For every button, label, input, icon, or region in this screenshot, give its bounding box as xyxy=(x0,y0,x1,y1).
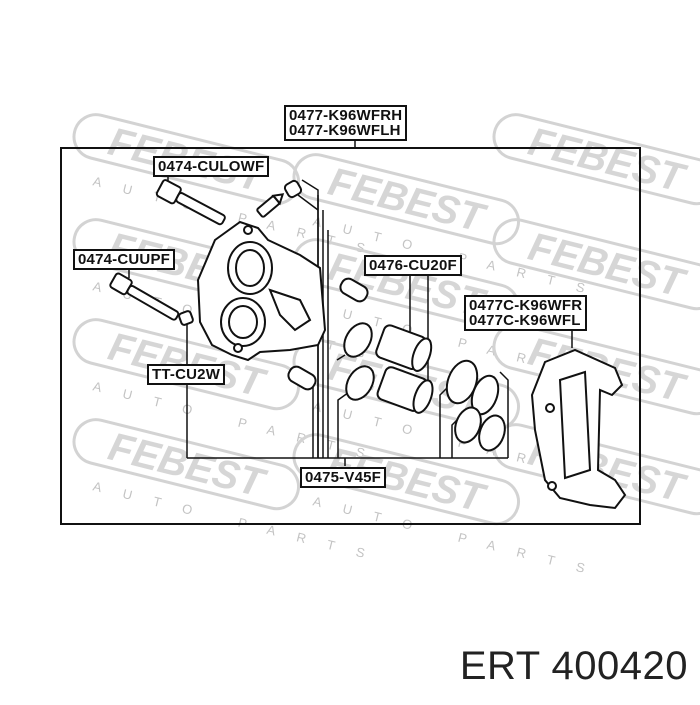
seal-ring-6 xyxy=(478,414,506,452)
label-caliper-assembly-lh: 0477-K96WFLH xyxy=(289,122,401,139)
upper-guide-bolt xyxy=(155,179,226,226)
piston-dust-boot-2 xyxy=(287,365,317,391)
caliper-bracket xyxy=(530,348,627,510)
label-bracket-l: 0477C-K96WFL xyxy=(469,312,581,329)
seal-ring-2 xyxy=(345,365,375,401)
pin-boot xyxy=(178,310,194,326)
parts-artwork xyxy=(109,179,627,510)
label-upper-pin: 0474-CULOWF xyxy=(153,156,270,177)
seal-ring-1 xyxy=(343,322,373,358)
lower-guide-pin xyxy=(109,272,180,321)
svg-text:FEBEST: FEBEST xyxy=(524,120,691,202)
piston-2 xyxy=(376,366,434,414)
label-caliper-assembly: 0477-K96WFRH 0477-K96WFLH xyxy=(284,105,408,141)
label-pin-boot: TT-CU2W xyxy=(147,364,226,385)
piston-1 xyxy=(375,324,433,372)
seal-ring-5 xyxy=(454,406,482,444)
label-lower-pin: 0474-CUUPF xyxy=(73,249,176,270)
label-bracket-r: 0477C-K96WFR xyxy=(469,297,583,314)
label-caliper-assembly-rh: 0477-K96WFRH xyxy=(289,107,403,124)
bleeder-screw xyxy=(256,193,285,218)
part-code: ERT 400420 xyxy=(459,644,688,688)
label-bracket: 0477C-K96WFR 0477C-K96WFL xyxy=(464,295,588,331)
bleeder-cap xyxy=(283,179,303,199)
label-piston: 0476-CU20F xyxy=(364,255,462,276)
label-repair-kit: 0475-V45F xyxy=(300,467,387,488)
caliper-body xyxy=(196,220,327,362)
diagram-frame xyxy=(60,147,641,525)
piston-dust-boot-1 xyxy=(339,277,369,303)
